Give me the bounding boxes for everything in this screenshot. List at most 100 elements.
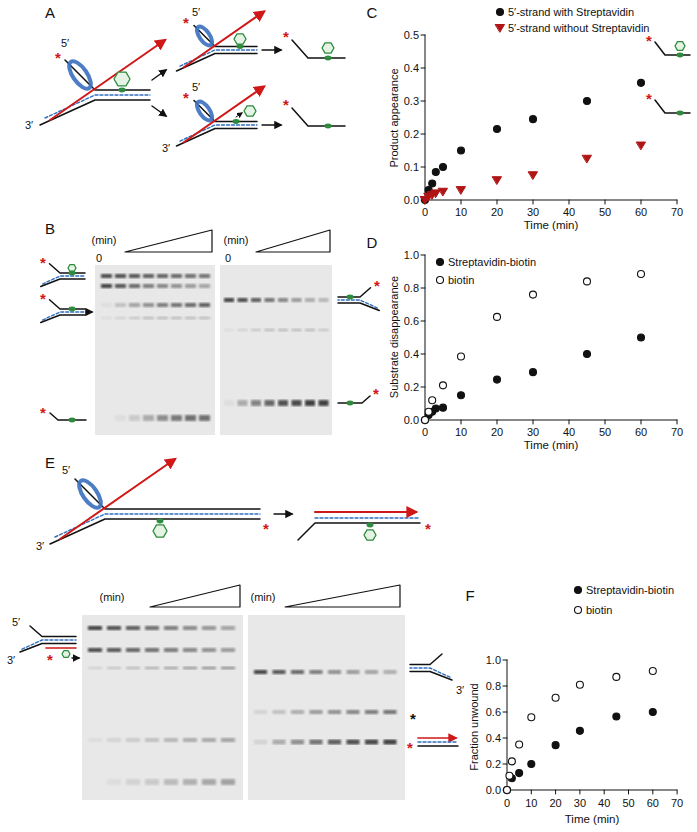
gel-band — [221, 779, 235, 785]
gel-band — [183, 648, 197, 652]
tick-mark — [421, 255, 425, 256]
gel-band — [199, 317, 210, 320]
gel-band — [328, 670, 341, 674]
gel-band — [202, 667, 216, 670]
strand-end-label: 5′ — [12, 617, 20, 628]
strand-end-label: 3′ — [456, 685, 464, 696]
time-label: (min) — [250, 592, 275, 603]
panel-letter: E — [45, 455, 55, 470]
gel-band — [319, 329, 329, 332]
time-wedge — [125, 230, 212, 252]
translocation-arrow — [60, 459, 175, 539]
gel-band — [199, 274, 210, 278]
gel-band — [319, 298, 329, 302]
data-point — [584, 98, 591, 105]
gel-band — [107, 667, 121, 670]
label-marker: * — [183, 15, 189, 30]
gel-band — [126, 667, 140, 670]
gel-band — [107, 626, 121, 630]
dna-strand — [338, 303, 379, 311]
gel-band — [273, 670, 286, 674]
tick-mark — [503, 660, 507, 661]
tick-label: 50 — [599, 427, 611, 438]
tick-label: 0.0 — [404, 415, 419, 426]
data-point — [552, 694, 559, 701]
panel-letter: C — [367, 5, 378, 20]
biotin-dot — [367, 523, 374, 528]
data-point — [494, 313, 501, 320]
panel-letter: A — [45, 5, 55, 20]
tick-mark — [628, 790, 629, 794]
dna-strand — [50, 519, 260, 544]
gel-band — [202, 738, 216, 742]
gel-band — [384, 710, 397, 714]
legend-text: Streptavidin-biotin — [448, 257, 536, 268]
tick-label: 70 — [671, 798, 683, 809]
biotin-dot — [119, 88, 126, 93]
gel-band — [115, 303, 126, 307]
dna-strand — [338, 396, 370, 403]
dna-strand — [41, 315, 85, 323]
biotin-dot — [677, 53, 684, 58]
time-wedge — [285, 585, 400, 607]
gel-band — [143, 274, 154, 278]
gel-band — [164, 738, 178, 742]
axis-line — [425, 35, 677, 200]
data-point — [422, 417, 429, 424]
biotin-dot — [677, 111, 684, 116]
data-point — [439, 188, 448, 196]
gel-band — [101, 274, 112, 278]
dna-strand — [292, 108, 345, 126]
axis-title: Time (min) — [524, 220, 579, 232]
data-point — [422, 417, 429, 424]
tick-mark — [533, 420, 534, 424]
gel-band — [185, 284, 196, 288]
gel-band — [221, 648, 235, 652]
gel-band — [126, 779, 140, 785]
gel-band — [129, 284, 140, 288]
labeled-strand — [46, 647, 76, 649]
tick-label: 30 — [527, 427, 539, 438]
helicase-ring — [75, 477, 105, 511]
data-point — [432, 405, 439, 412]
tick-label: 0.2 — [486, 759, 501, 770]
label-marker: * — [646, 91, 652, 106]
gel-band — [292, 400, 302, 406]
streptavidin-symbol — [364, 530, 376, 540]
data-point — [575, 587, 582, 594]
tick-mark — [461, 420, 462, 424]
tick-mark — [579, 790, 580, 794]
gel-band — [221, 738, 235, 742]
tick-label: 0.4 — [404, 349, 419, 360]
gel-band — [164, 779, 178, 785]
data-point — [458, 353, 465, 360]
tick-mark — [421, 101, 425, 102]
tick-label: 40 — [598, 798, 610, 809]
gel-band — [365, 740, 378, 745]
label-marker: * — [407, 740, 413, 755]
gel-band — [129, 317, 140, 320]
tick-label: 0.8 — [404, 283, 419, 294]
gel-band — [126, 626, 140, 630]
streptavidin-symbol — [322, 43, 334, 53]
dna-strand — [177, 129, 258, 147]
translocation-arrow — [50, 40, 165, 120]
helicase-ring — [65, 58, 95, 92]
gel-band — [164, 667, 178, 670]
tick-label: 40 — [563, 427, 575, 438]
label-marker: * — [263, 521, 269, 536]
streptavidin-symbol — [675, 42, 685, 51]
dna-strand — [40, 100, 150, 125]
data-point — [649, 668, 656, 675]
label-marker: * — [373, 386, 379, 401]
tick-label: 20 — [491, 427, 503, 438]
tick-label: 20 — [491, 207, 503, 218]
axis-title: Product appearance — [389, 68, 400, 167]
data-point — [516, 741, 523, 748]
gel-band — [224, 400, 234, 406]
gel-band — [224, 298, 234, 302]
gel-band — [164, 626, 178, 630]
gel-band — [278, 400, 288, 406]
gel-band — [171, 415, 182, 421]
